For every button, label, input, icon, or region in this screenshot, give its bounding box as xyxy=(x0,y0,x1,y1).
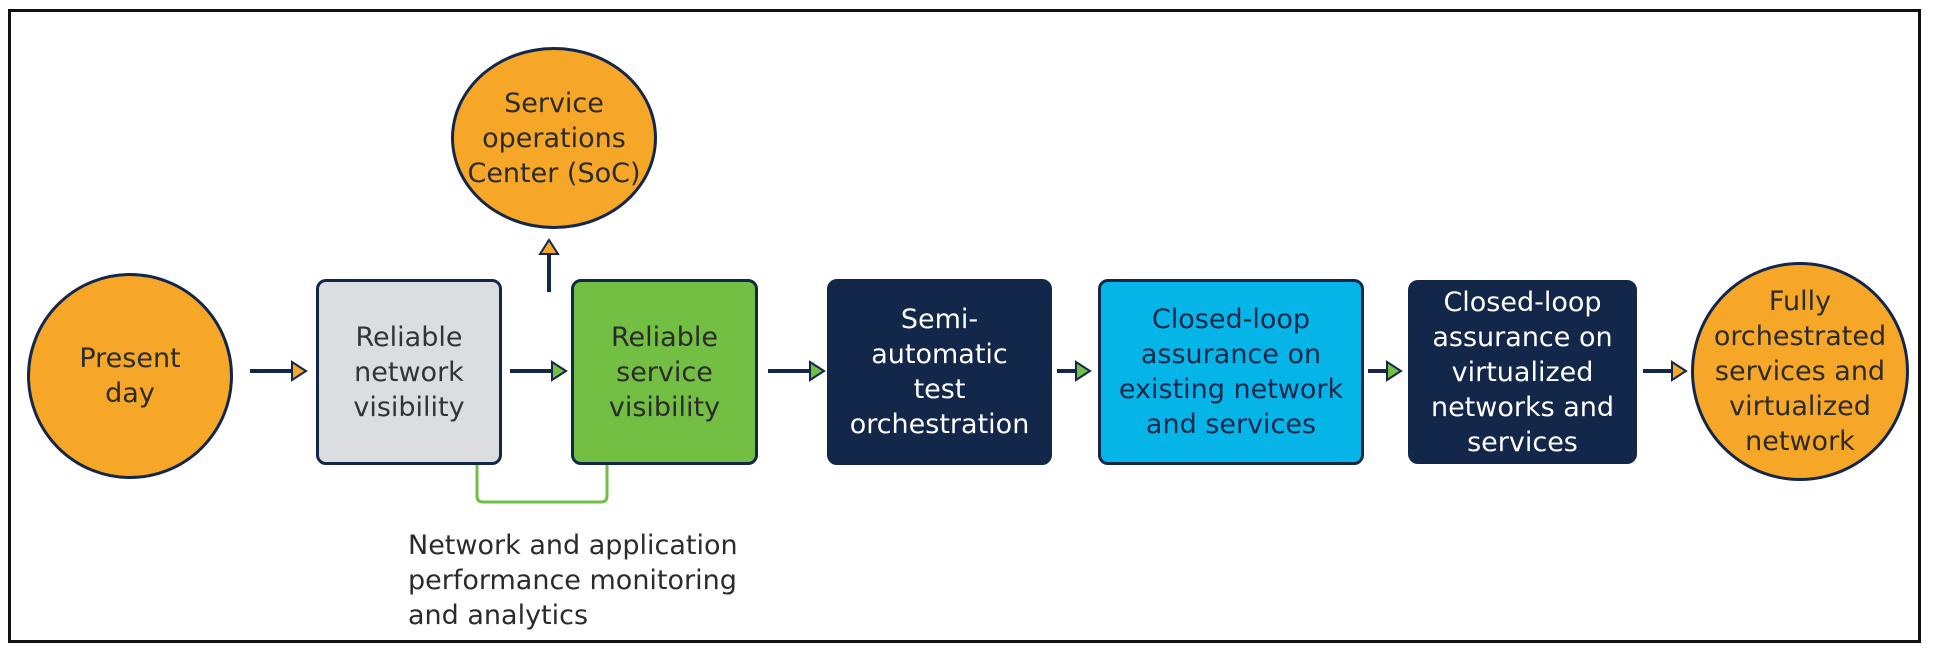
arrow-service-to-semiautomatic xyxy=(768,360,826,382)
node-closed-loop-virtualized: Closed-loop assurance on virtualized net… xyxy=(1408,280,1637,464)
node-service-operations-center: Service operations Center (SoC) xyxy=(451,47,657,229)
arrow-semiautomatic-to-existing xyxy=(1057,360,1092,382)
node-reliable-network-label: Reliable network visibility xyxy=(353,321,465,423)
node-closed-loop-existing-label: Closed-loop assurance on existing networ… xyxy=(1118,304,1344,440)
analytics-bracket xyxy=(475,462,609,504)
node-closed-loop-existing: Closed-loop assurance on existing networ… xyxy=(1098,279,1364,465)
node-closed-loop-virtualized-label: Closed-loop assurance on virtualized net… xyxy=(1430,286,1615,458)
node-soc-label: Service operations Center (SoC) xyxy=(467,87,641,189)
node-semi-automatic-test-orchestration: Semi- automatic test orchestration xyxy=(827,279,1052,465)
arrow-network-to-service xyxy=(510,360,568,382)
node-fully-orchestrated-label: Fully orchestrated services and virtuali… xyxy=(1713,286,1887,457)
node-reliable-network-visibility: Reliable network visibility xyxy=(316,279,502,465)
node-present-day-label: Present day xyxy=(79,343,181,409)
node-present-day: Present day xyxy=(27,273,233,479)
analytics-annotation: Network and application performance moni… xyxy=(408,530,738,631)
node-fully-orchestrated: Fully orchestrated services and virtuali… xyxy=(1691,262,1909,481)
node-semi-automatic-label: Semi- automatic test orchestration xyxy=(849,304,1030,440)
arrow-existing-to-virtualized xyxy=(1368,360,1403,382)
arrow-up-to-soc xyxy=(538,238,560,292)
arrow-present-to-network xyxy=(250,360,308,382)
arrow-virtualized-to-fully xyxy=(1643,360,1688,382)
node-reliable-service-label: Reliable service visibility xyxy=(608,321,721,423)
node-reliable-service-visibility: Reliable service visibility xyxy=(571,279,758,465)
diagram-frame xyxy=(8,9,1921,643)
